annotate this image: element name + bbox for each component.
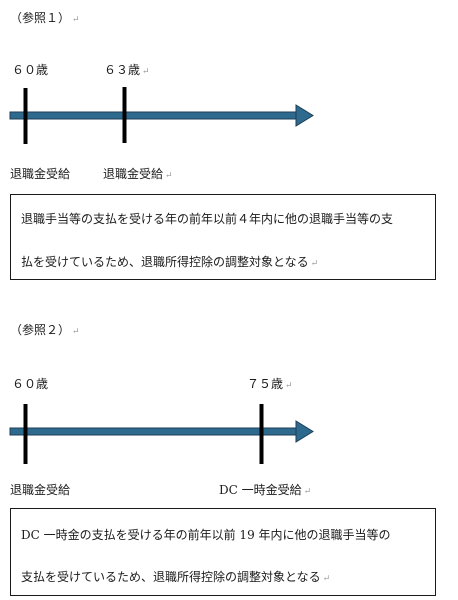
ref1-note-line1: 退職手当等の支払を受ける年の前年以前４年内に他の退職手当等の支	[21, 212, 394, 226]
ref2-heading: （参照２）↵	[10, 323, 80, 337]
marker-60	[23, 404, 28, 464]
ref2-note-line1: DC 一時金の支払を受ける年の前年以前 19 年内に他の退職手当等の	[21, 528, 391, 542]
ref1-timeline	[9, 87, 314, 144]
ref2-label-right: DC 一時金受給↵	[219, 483, 312, 497]
paragraph-mark: ↵	[303, 487, 312, 497]
paragraph-mark: ↵	[322, 574, 331, 584]
marker-75	[259, 404, 264, 464]
ref2-timeline	[9, 404, 314, 464]
paragraph-mark: ↵	[142, 67, 150, 77]
paragraph-mark: ↵	[72, 15, 80, 25]
ref1-note-box: 退職手当等の支払を受ける年の前年以前４年内に他の退職手当等の支 払を受けているた…	[10, 194, 436, 280]
paragraph-mark: ↵	[310, 259, 319, 269]
ref1-note-line2: 払を受けているため、退職所得控除の調整対象となる↵	[21, 255, 319, 269]
ref2-age-right: ７５歳↵	[247, 377, 293, 391]
ref2-note-box: DC 一時金の支払を受ける年の前年以前 19 年内に他の退職手当等の 支払を受け…	[10, 508, 436, 596]
timeline-arrow	[9, 104, 314, 127]
paragraph-mark: ↵	[72, 327, 80, 337]
ref2-age-left: ６０歳	[12, 377, 49, 391]
ref2-label-left: 退職金受給	[10, 483, 71, 497]
ref2-note-line2: 支払を受けているため、退職所得控除の調整対象となる↵	[21, 570, 331, 584]
paragraph-mark: ↵	[285, 381, 293, 391]
timeline-arrow	[9, 420, 314, 443]
ref1-age-left: ６０歳	[12, 63, 49, 77]
paragraph-mark: ↵	[165, 171, 173, 181]
ref1-heading: （参照１）↵	[10, 11, 80, 25]
marker-63	[122, 87, 127, 143]
ref1-label-right: 退職金受給↵	[103, 167, 173, 181]
ref1-age-right: ６３歳↵	[104, 63, 150, 77]
ref1-label-left: 退職金受給	[10, 167, 71, 181]
marker-60	[23, 88, 28, 144]
